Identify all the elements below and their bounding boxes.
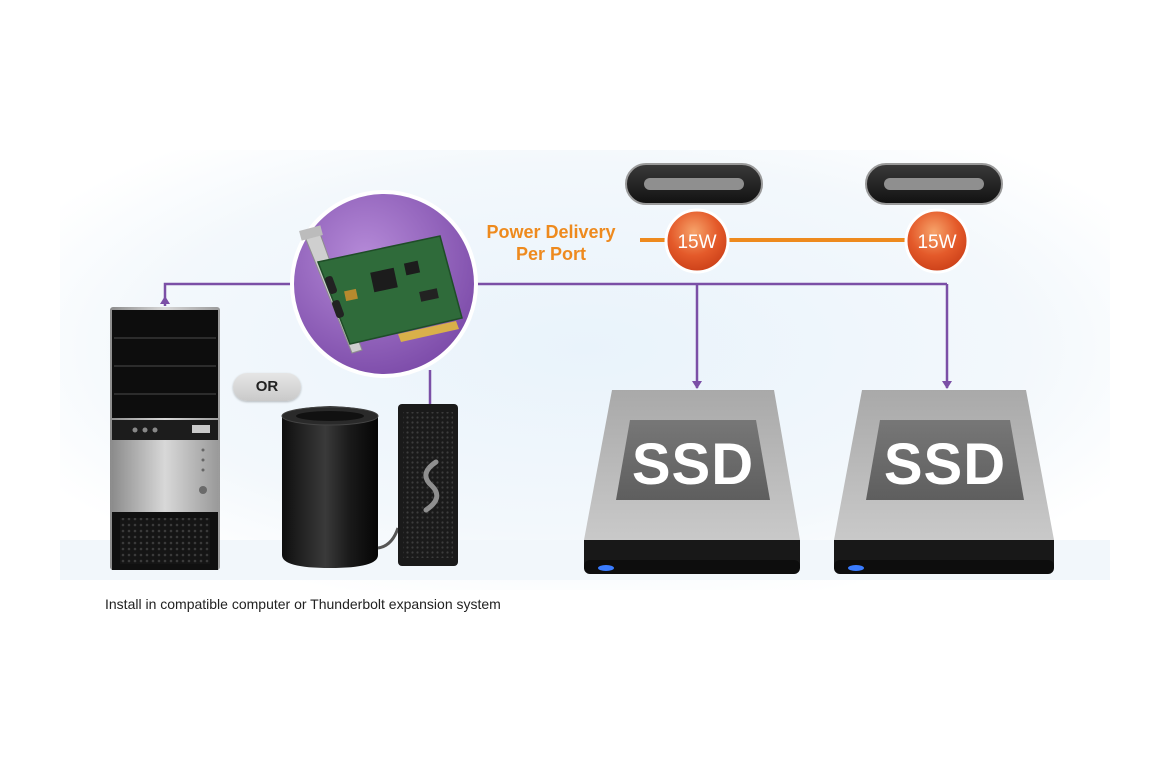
mac-pro-icon (281, 406, 379, 568)
ssd-drive-icon: SSD (834, 390, 1054, 574)
badge-label: 15W (917, 232, 956, 253)
power-badge-1: 15W (664, 208, 730, 274)
power-badge-2: 15W (904, 208, 970, 274)
tower-computer-icon (110, 307, 220, 570)
caption: Install in compatible computer or Thunde… (105, 596, 501, 612)
power-delivery-line1: Power Delivery (486, 222, 616, 242)
usb-c-port-icon (625, 163, 763, 205)
thunderbolt-chassis-icon (377, 404, 458, 566)
power-delivery-line2: Per Port (515, 244, 587, 264)
ssd-label: SSD (884, 432, 1006, 497)
ssd-drive-icon: SSD (584, 390, 800, 574)
connector-arrows (160, 296, 952, 389)
or-label: OR (233, 373, 301, 401)
badge-label: 15W (677, 232, 716, 253)
power-delivery-label: Power Delivery Per Port (462, 221, 640, 265)
ssd-label: SSD (632, 432, 754, 497)
usb-c-port-icon (865, 163, 1003, 205)
pcie-card-icon (290, 190, 478, 378)
